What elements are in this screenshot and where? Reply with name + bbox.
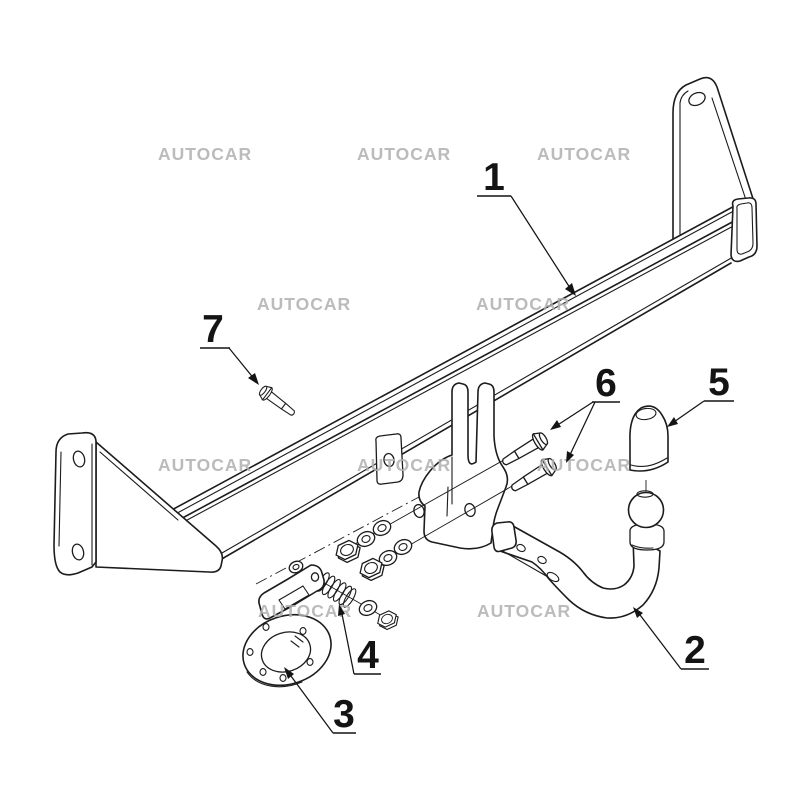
towball-arm (491, 490, 665, 619)
watermark-text: AUTOCAR (357, 144, 451, 164)
svg-text:1: 1 (483, 156, 505, 199)
watermark-text: AUTOCAR (476, 294, 570, 314)
socket-mounting-plate (242, 564, 332, 688)
watermark-text: AUTOCAR (257, 294, 351, 314)
tow-ball (627, 491, 665, 529)
callout-3: 3 (284, 667, 356, 736)
callout-4: 4 (338, 604, 381, 677)
watermark-text: AUTOCAR (477, 601, 571, 621)
svg-text:5: 5 (708, 361, 730, 404)
callouts: 1 7 6 5 2 (200, 156, 734, 736)
callout-5: 5 (667, 361, 734, 427)
callout-2: 2 (633, 607, 709, 672)
callout-6: 6 (550, 362, 620, 463)
svg-text:6: 6 (595, 362, 617, 405)
watermark-text: AUTOCAR (357, 455, 451, 475)
watermark-text: AUTOCAR (158, 144, 252, 164)
center-axis-line (255, 488, 435, 585)
left-bracket-gusset (95, 441, 224, 573)
svg-text:3: 3 (333, 693, 355, 736)
callout-1: 1 (477, 156, 576, 296)
watermark-text: AUTOCAR (537, 144, 631, 164)
nuts-washers-hardware (335, 517, 415, 582)
svg-text:2: 2 (684, 629, 706, 672)
watermark-text: AUTOCAR (537, 455, 631, 475)
svg-text:7: 7 (202, 308, 224, 351)
hanging-fork-bracket (413, 382, 509, 550)
socket-center-hole (260, 631, 312, 673)
bracket-hole (72, 450, 86, 468)
bracket-hole (71, 543, 85, 561)
arm-end-face (491, 521, 517, 553)
watermarks: AUTOCAR AUTOCAR AUTOCAR AUTOCAR AUTOCAR … (158, 144, 631, 621)
callout-7: 7 (200, 308, 259, 385)
ball-cover-cap (629, 405, 669, 472)
beam-mounting-tab (375, 433, 404, 485)
svg-text:4: 4 (357, 634, 379, 677)
watermark-text: AUTOCAR (258, 601, 352, 621)
left-bracket-plate (53, 431, 97, 576)
fork-hole (413, 503, 425, 519)
hex-bolt (256, 382, 299, 421)
watermark-text: AUTOCAR (158, 455, 252, 475)
left-mounting-bracket (53, 431, 224, 576)
socket-plate-arm (258, 564, 325, 620)
